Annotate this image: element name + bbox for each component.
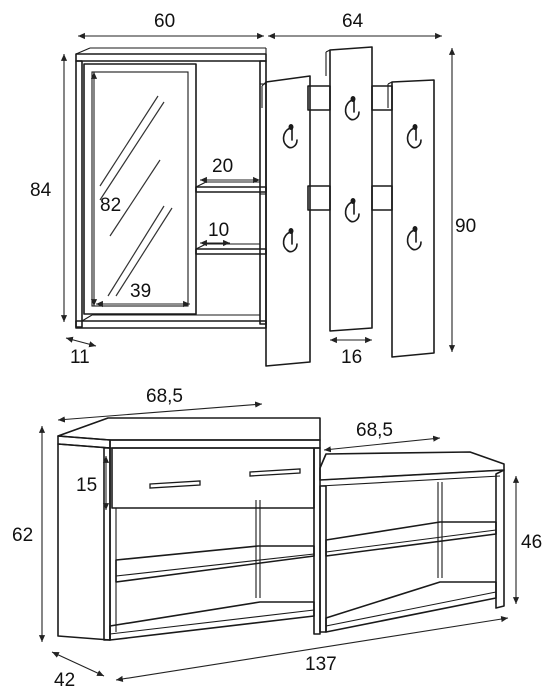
hook-icon <box>344 198 360 223</box>
coat-panel-right <box>387 79 435 358</box>
dim-label-mirror-glass-width: 39 <box>130 281 151 302</box>
dim-label-panel-width: 16 <box>341 347 362 368</box>
dim-label-cabinet-height: 62 <box>12 525 33 546</box>
dim-label-panels-height: 90 <box>455 216 476 237</box>
connecting-rails <box>307 85 393 211</box>
shelf-lower <box>195 243 267 255</box>
dim-label-drawer-height: 15 <box>76 475 97 496</box>
drawer-handle-right <box>249 468 301 477</box>
shoe-cabinet <box>57 417 321 641</box>
dim-label-shoe-cabinet-width: 68,5 <box>146 386 183 407</box>
coat-panel-center <box>325 46 373 332</box>
coat-panel-left <box>261 75 311 367</box>
shoe-bench <box>319 451 505 633</box>
dim-label-coat-panels-width: 64 <box>342 11 364 32</box>
dim-label-total-width: 137 <box>305 654 337 675</box>
mirror-cabinet <box>75 47 267 329</box>
shelf-upper <box>195 181 267 193</box>
hook-icon <box>282 228 298 253</box>
dim-label-shelf-width: 20 <box>212 156 233 177</box>
dim-label-bench-height: 46 <box>521 532 542 553</box>
drawer-handle-left <box>149 480 201 489</box>
coat-hooks <box>282 96 422 253</box>
dimension-lines <box>38 32 520 682</box>
dim-label-shelf-depth: 10 <box>208 220 229 241</box>
hook-icon <box>344 96 360 121</box>
dim-label-mirror-glass-height: 82 <box>100 195 121 216</box>
dim-label-mirror-depth: 11 <box>70 347 90 368</box>
dim-label-mirror-height: 84 <box>30 180 52 201</box>
dimension-labels: 60 64 84 82 20 10 39 11 90 16 68,5 68,5 … <box>12 11 542 691</box>
shoe-bench-shelf <box>325 521 497 557</box>
hook-icon <box>406 226 422 251</box>
hook-icon <box>282 124 298 149</box>
dim-label-mirror-cabinet-width: 60 <box>154 11 175 32</box>
shoe-cabinet-shelf <box>115 545 315 583</box>
drawer <box>111 447 315 509</box>
coat-panels <box>261 46 435 367</box>
mirror-glass-reflection <box>99 95 173 297</box>
hook-icon <box>406 124 422 149</box>
dim-label-shoe-bench-width: 68,5 <box>356 420 393 441</box>
dim-label-cabinet-depth: 42 <box>54 670 75 691</box>
